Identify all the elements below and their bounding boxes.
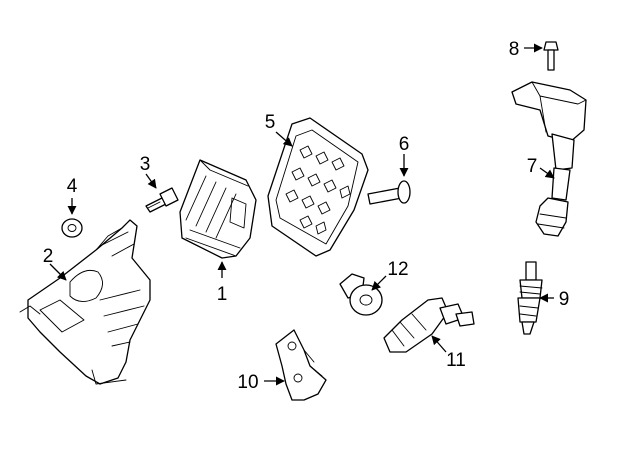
callout-11: 11 [446,350,466,371]
part-2-ecm-bracket[interactable] [19,219,151,385]
part-1-control-module[interactable] [179,159,257,259]
callout-9: 9 [559,289,570,310]
callout-12: 12 [387,259,408,280]
leader-12 [371,275,387,291]
part-10-bracket[interactable] [275,329,327,401]
part-5-cover-plate[interactable] [267,117,369,257]
callout-10: 10 [237,372,258,393]
part-7-ignition-coil[interactable] [511,81,587,237]
callout-3: 3 [140,154,151,175]
leader-5 [275,131,293,147]
callout-8: 8 [509,39,520,60]
leader-7 [539,167,555,179]
callout-2: 2 [43,246,54,267]
part-8-bolt[interactable] [543,41,559,71]
leader-3 [145,173,157,189]
part-11-position-sensor[interactable] [383,297,475,353]
part-4-grommet[interactable] [61,218,83,238]
callout-6: 6 [399,134,410,155]
callout-labels: 1 2 3 4 5 6 7 8 9 10 11 12 [43,39,570,393]
leader-lines [49,43,555,386]
part-9-spark-plug[interactable] [517,261,543,335]
part-6-bolt[interactable] [367,180,411,205]
leader-2 [49,263,67,281]
part-12-knock-sensor[interactable] [339,273,383,316]
leader-11 [431,335,447,353]
callout-5: 5 [265,112,276,133]
callout-1: 1 [217,284,228,305]
callout-7: 7 [527,156,538,177]
callout-4: 4 [67,176,78,197]
part-3-bolt[interactable] [145,187,179,213]
